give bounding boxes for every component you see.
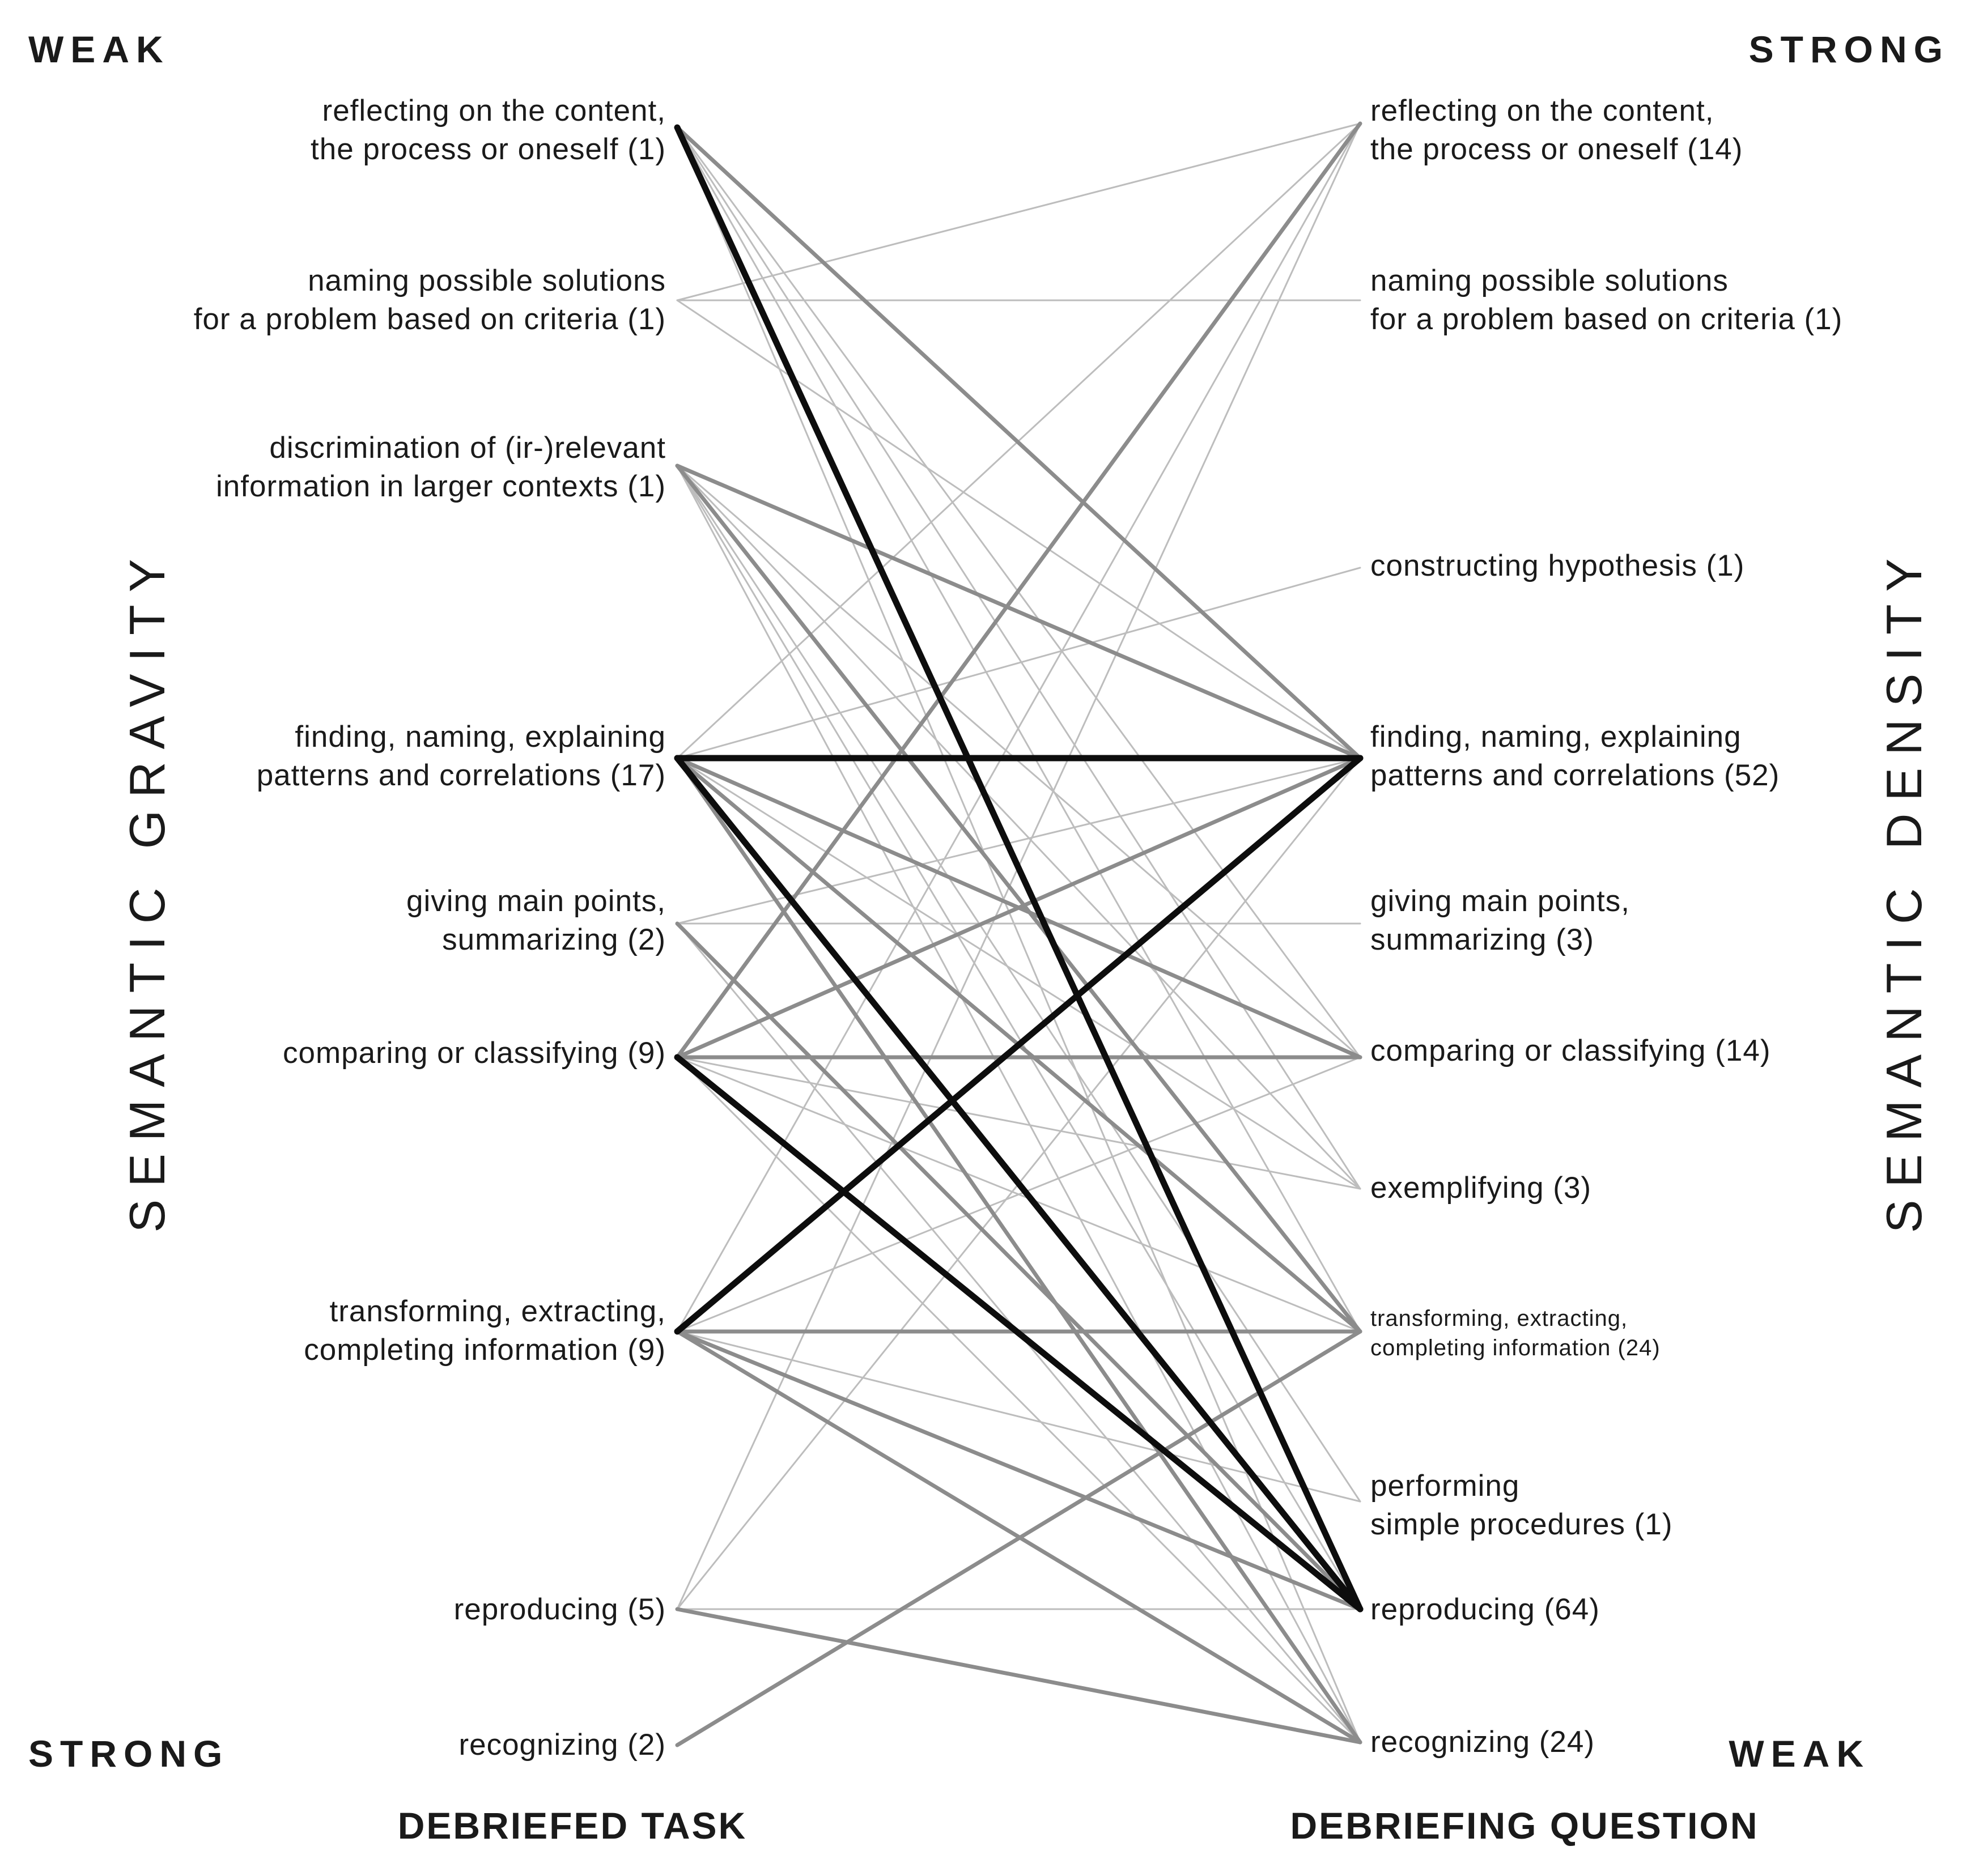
- right-label-reproducing-line-1: reproducing (64): [1370, 1593, 1600, 1626]
- edge-discrim-to-exemplifying: [676, 465, 1361, 1190]
- edge-patterns-to-reproducing: [674, 755, 1364, 1613]
- right-label-hypothesis-line-1: constructing hypothesis (1): [1370, 549, 1744, 582]
- edge-solutions-to-reflect: [676, 122, 1361, 301]
- right-label-mainpoints-line-1: giving main points,: [1370, 884, 1630, 918]
- edge-reflect-to-exemplifying: [676, 126, 1361, 1190]
- left-label-discrim-line-2: information in larger contexts (1): [216, 470, 666, 503]
- left-label-transforming-line-1: transforming, extracting,: [329, 1295, 666, 1328]
- corner-top-right: STRONG: [1749, 28, 1950, 70]
- right-label-solutions-line-1: naming possible solutions: [1370, 264, 1729, 297]
- left-label-discrim-line-1: discrimination of (ir-)relevant: [269, 431, 666, 465]
- right-label-mainpoints-line-2: summarizing (3): [1370, 923, 1594, 956]
- right-label-solutions-line-2: for a problem based on criteria (1): [1370, 303, 1842, 336]
- right-label-patterns-line-1: finding, naming, explaining: [1370, 720, 1742, 754]
- edge-transforming-to-procedures: [676, 1330, 1361, 1503]
- edge-patterns-to-recognizing: [675, 756, 1362, 1745]
- footer-debriefing-question: DEBRIEFING QUESTION: [1290, 1805, 1759, 1847]
- edge-discrim-to-patterns: [675, 463, 1362, 760]
- axis-semantic-gravity: SEMANTIC GRAVITY: [119, 547, 175, 1233]
- edge-comparing-to-exemplifying: [676, 1056, 1361, 1190]
- left-label-patterns-line-2: patterns and correlations (17): [257, 759, 666, 792]
- edge-mainpoints-to-reproducing: [675, 921, 1362, 1611]
- right-label-transforming-line-1: transforming, extracting,: [1370, 1306, 1628, 1331]
- edge-reflect-to-patterns: [675, 125, 1362, 760]
- edge-solutions-to-patterns: [676, 299, 1361, 759]
- edge-discrim-to-transforming: [675, 463, 1362, 1334]
- edge-discrim-to-recognizing: [676, 465, 1361, 1743]
- edge-patterns-to-hypothesis: [676, 567, 1361, 759]
- edge-comparing-to-patterns: [675, 756, 1362, 1060]
- edge-transforming-to-comparing: [676, 1056, 1361, 1333]
- left-label-mainpoints-line-1: giving main points,: [406, 884, 666, 918]
- corner-bottom-left: STRONG: [28, 1733, 229, 1775]
- right-label-procedures-line-1: performing: [1370, 1469, 1519, 1503]
- left-label-reflect-line-1: reflecting on the content,: [322, 94, 666, 127]
- edge-transforming-to-reproducing: [675, 1329, 1362, 1611]
- edge-reflect-to-transforming: [676, 126, 1361, 1333]
- edge-reflect-to-reproducing: [674, 124, 1364, 1613]
- left-label-mainpoints-line-2: summarizing (2): [442, 923, 666, 956]
- corner-top-left: WEAK: [28, 28, 170, 70]
- right-label-transforming-line-2: completing information (24): [1370, 1335, 1661, 1360]
- edge-discrim-to-reproducing: [676, 465, 1361, 1610]
- edge-recognizing-to-transforming: [675, 1329, 1362, 1747]
- left-label-patterns-line-1: finding, naming, explaining: [295, 720, 666, 754]
- edge-reproducing-to-recognizing: [675, 1607, 1362, 1745]
- corner-bottom-right: WEAK: [1729, 1733, 1870, 1775]
- right-label-recognizing-line-1: recognizing (24): [1370, 1725, 1595, 1759]
- right-label-reflect-line-1: reflecting on the content,: [1370, 94, 1714, 127]
- left-label-recognizing-line-1: recognizing (2): [458, 1728, 666, 1762]
- left-label-solutions-line-2: for a problem based on criteria (1): [194, 303, 666, 336]
- edge-comparing-to-reproducing: [674, 1054, 1364, 1613]
- right-label-patterns-line-2: patterns and correlations (52): [1370, 759, 1780, 792]
- right-label-reflect-line-2: the process or oneself (14): [1370, 133, 1743, 166]
- right-label-procedures-line-2: simple procedures (1): [1370, 1508, 1673, 1541]
- right-label-comparing-line-1: comparing or classifying (14): [1370, 1034, 1770, 1067]
- left-label-reflect-line-2: the process or oneself (1): [311, 133, 666, 166]
- edge-transforming-to-reflect: [676, 122, 1361, 1333]
- edge-comparing-to-recognizing: [676, 1056, 1361, 1743]
- edge-patterns-to-exemplifying: [676, 757, 1361, 1190]
- edge-layer: [674, 121, 1364, 1747]
- edge-transforming-to-patterns: [674, 755, 1364, 1335]
- left-label-solutions-line-1: naming possible solutions: [308, 264, 666, 297]
- edge-discrim-to-comparing: [676, 465, 1361, 1058]
- left-label-transforming-line-2: completing information (9): [304, 1333, 666, 1367]
- left-node-labels: reflecting on the content, the process or…: [194, 94, 666, 1762]
- right-label-exemplifying-line-1: exemplifying (3): [1370, 1171, 1591, 1205]
- right-node-labels: reflecting on the content, the process or…: [1370, 94, 1842, 1759]
- axis-semantic-density: SEMANTIC DENSITY: [1876, 546, 1932, 1233]
- left-label-reproducing-line-1: reproducing (5): [454, 1593, 666, 1626]
- footer-debriefed-task: DEBRIEFED TASK: [398, 1805, 747, 1847]
- edge-discrim-to-procedures: [676, 465, 1361, 1503]
- left-label-comparing-line-1: comparing or classifying (9): [283, 1036, 666, 1070]
